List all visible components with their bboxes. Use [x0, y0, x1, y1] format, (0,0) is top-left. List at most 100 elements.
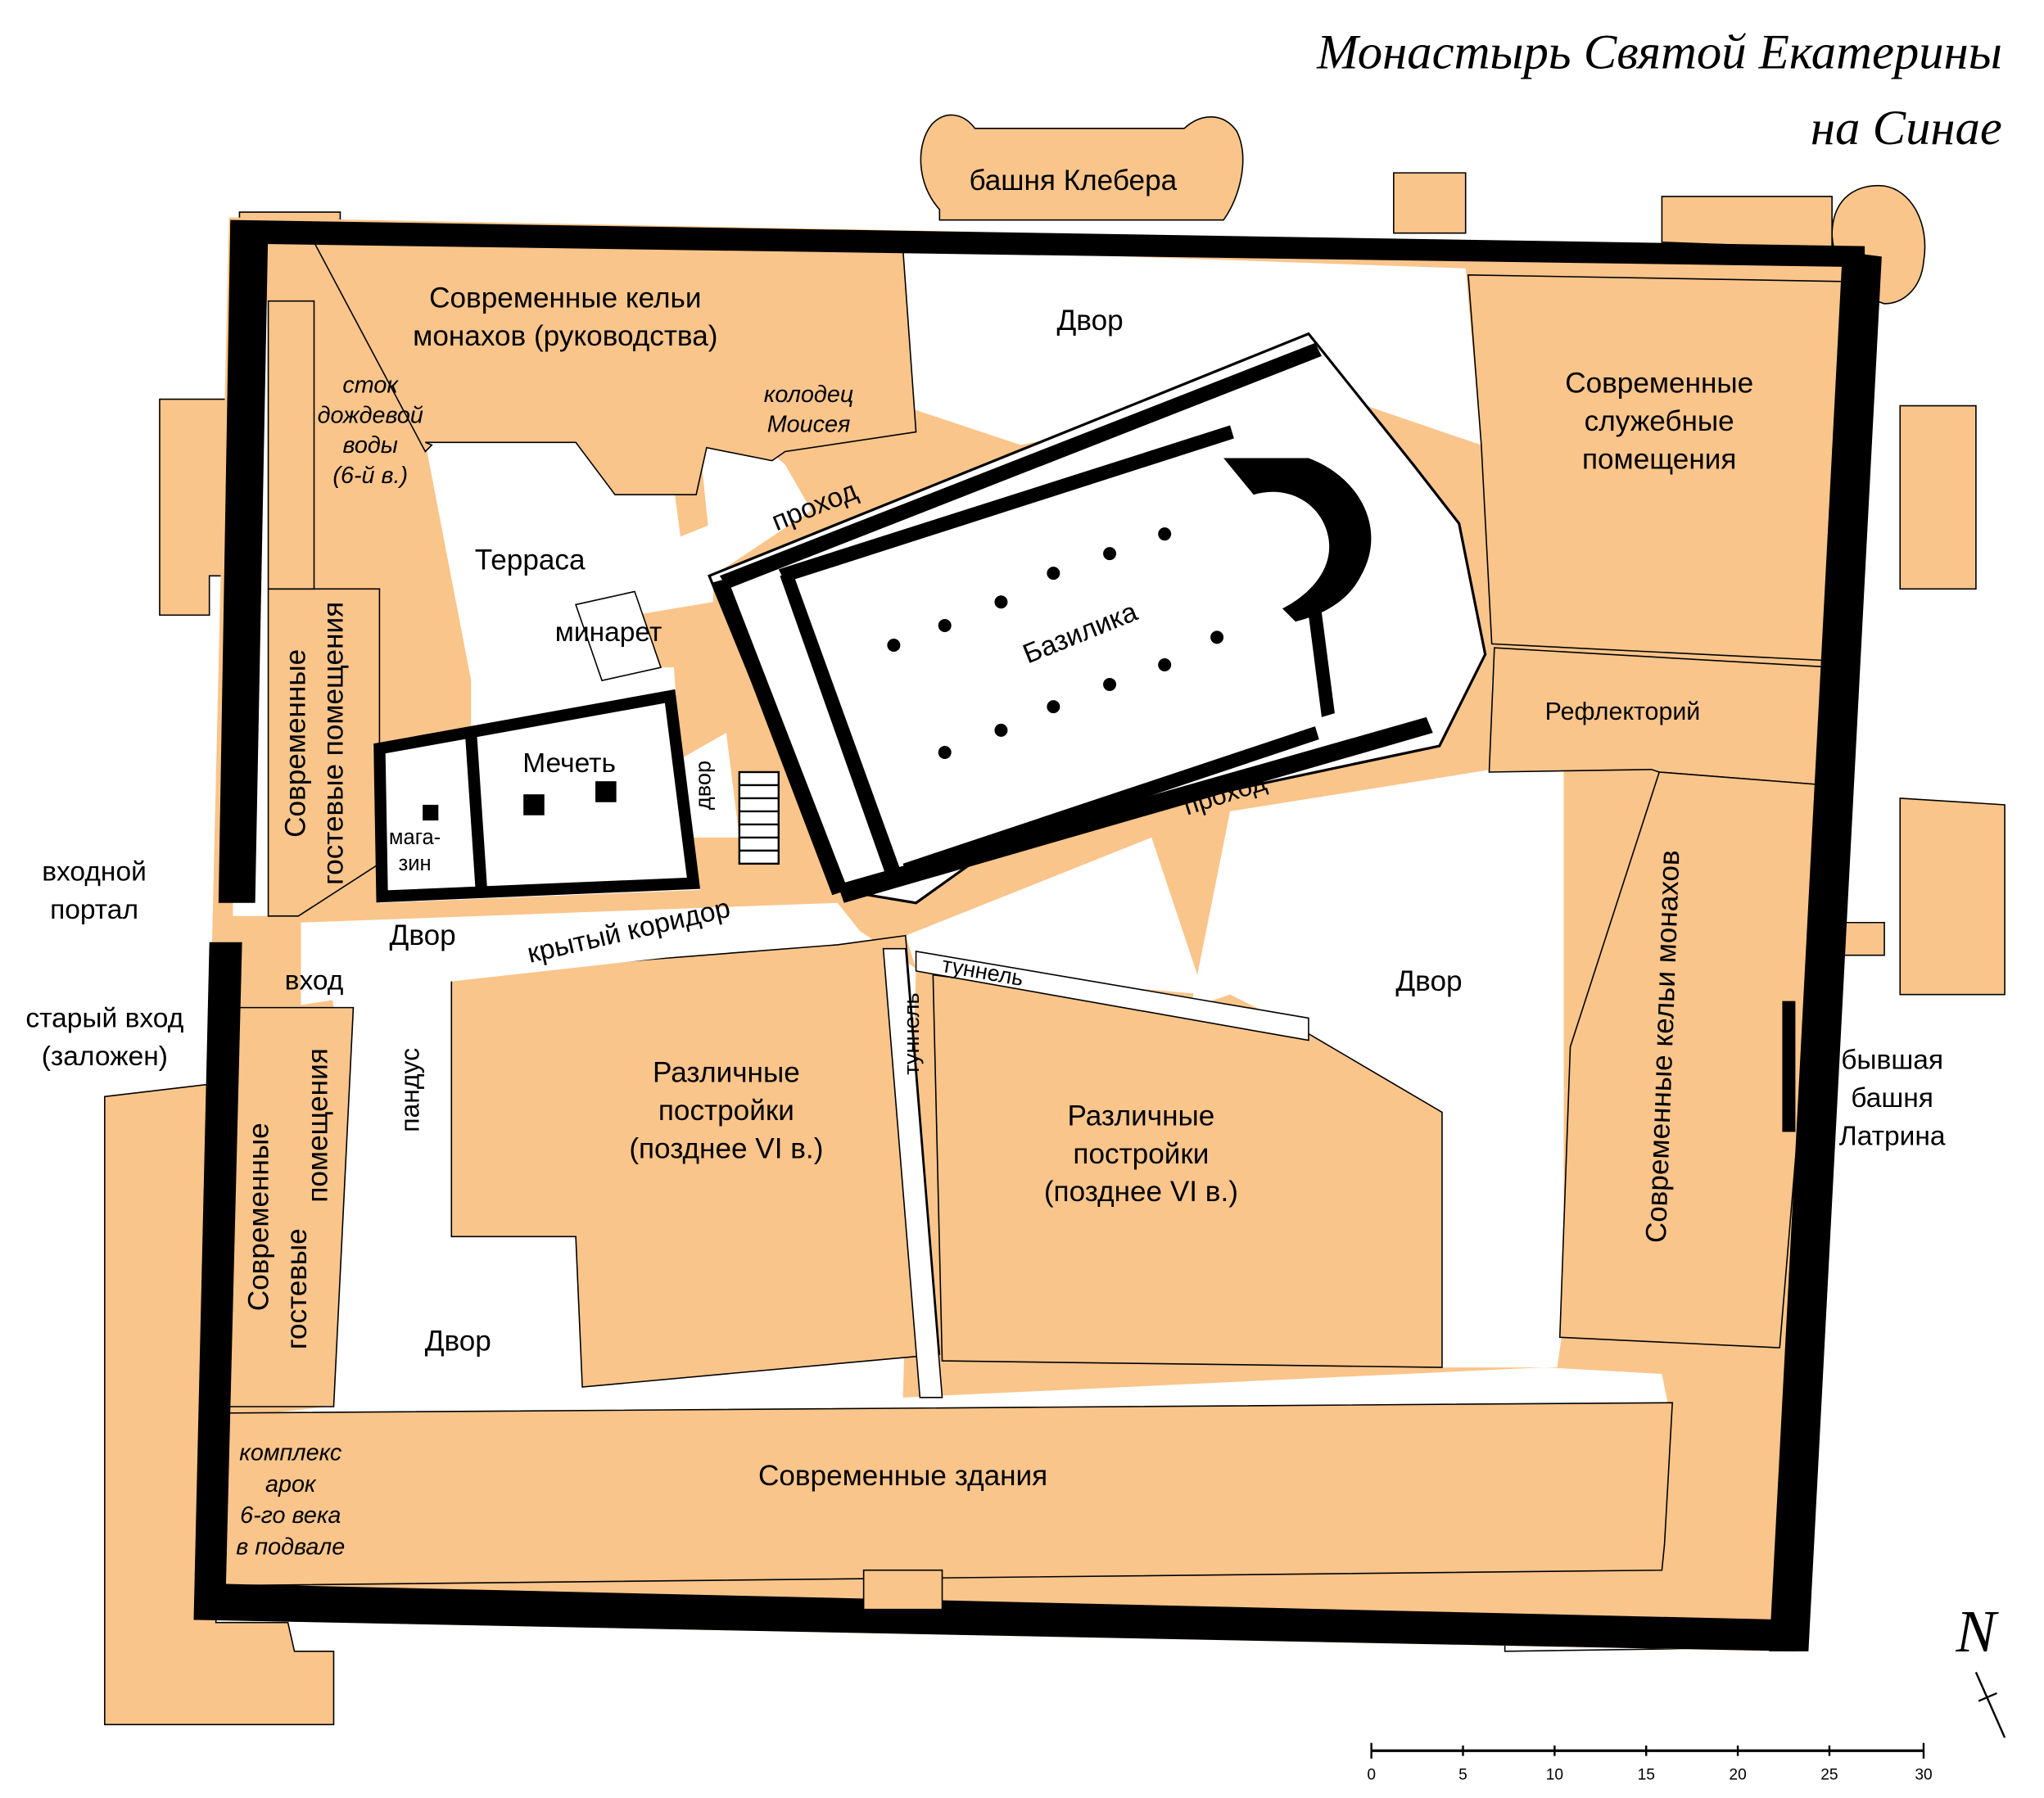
basilica-apse	[1223, 458, 1372, 622]
north-annex-3	[1661, 196, 1833, 250]
label-old-entrance-1: старый вход	[25, 1004, 183, 1034]
wall-north	[230, 219, 1865, 268]
label-modern-buildings: Современные здания	[758, 1460, 1047, 1492]
label-rain-drain-1: сток	[342, 373, 399, 399]
label-shop-1: мага-	[389, 826, 441, 849]
label-kleber-tower: башня Клебера	[969, 165, 1177, 197]
label-entry-portal-1: входной	[42, 857, 147, 888]
latrine-wall	[1782, 1001, 1796, 1132]
label-various-west-1: Различные	[653, 1057, 800, 1089]
north-annex-2	[1393, 172, 1467, 234]
label-various-west-3: (позднее VI в.)	[629, 1132, 823, 1164]
label-various-west-2: постройки	[658, 1095, 794, 1127]
label-entry-portal-2: портал	[50, 895, 138, 925]
scale-tick: 30	[1915, 1766, 1932, 1783]
basilica-block	[708, 332, 1487, 905]
label-guest-rooms-south-2: гостевые	[281, 1228, 313, 1349]
court-south	[333, 994, 583, 1407]
label-guest-rooms-south-1: Современные	[243, 1123, 275, 1311]
east-annex-upper	[1899, 404, 1977, 590]
label-small-court: двор	[690, 761, 716, 810]
north-arrow-needle	[1974, 1671, 2006, 1738]
various-west	[450, 934, 941, 1388]
column	[994, 723, 1008, 737]
label-mosque: Мечеть	[522, 748, 616, 779]
basilica-north-wall	[719, 342, 1322, 590]
mosque-divider	[465, 734, 488, 893]
column	[887, 639, 901, 652]
label-various-east-3: (позднее VI в.)	[1044, 1176, 1238, 1208]
label-arches-1: комплекс	[239, 1440, 342, 1466]
label-courtyard-north: Двор	[1057, 305, 1124, 337]
label-monks-cells-admin-2: монахов (руководства)	[413, 320, 717, 352]
basilica-columns	[887, 527, 1224, 760]
label-tunnel-south: туннель	[898, 992, 924, 1075]
label-latrine-1: бывшая	[1841, 1046, 1943, 1076]
label-guest-rooms-north-2: гостевые помещения	[318, 602, 350, 885]
label-old-entrance-2: (заложен)	[42, 1041, 168, 1072]
wall-south	[196, 1583, 1796, 1651]
south-gate	[862, 1569, 943, 1611]
column	[1103, 547, 1117, 561]
label-entrance: вход	[285, 965, 344, 996]
label-various-east-1: Различные	[1068, 1100, 1215, 1132]
west-strip-tan	[267, 300, 315, 590]
guest-rooms-north	[267, 588, 381, 917]
tunnel-east	[915, 950, 1309, 1041]
basilica-east-wall	[1308, 612, 1335, 717]
staircase	[738, 770, 780, 865]
tunnel-south	[882, 947, 943, 1398]
label-terrace: Терраса	[475, 544, 586, 576]
column	[1047, 567, 1060, 581]
wall-east	[1769, 251, 1882, 1651]
mosque-block	[373, 689, 701, 903]
basilica-west-wall	[712, 578, 848, 896]
label-court-entry: Двор	[390, 919, 456, 951]
wall-west-lower	[193, 942, 242, 1620]
stair-body	[738, 770, 780, 865]
column	[1103, 677, 1117, 691]
basilica-inner-north	[778, 425, 1234, 583]
covered-corridor-area	[301, 902, 864, 1005]
court-east-2	[905, 837, 1205, 995]
column	[1158, 657, 1172, 671]
column	[1210, 630, 1224, 644]
scale-tick: 25	[1820, 1766, 1838, 1783]
scale-tick: 5	[1458, 1766, 1467, 1783]
buildings	[195, 242, 1843, 1587]
scale-tick: 15	[1638, 1766, 1655, 1783]
scale-tick: 20	[1729, 1766, 1746, 1783]
north-arrow-cross	[1978, 1692, 1997, 1702]
monks-cells-admin	[313, 242, 917, 496]
mosque-pillar	[423, 804, 439, 821]
wall-west-upper	[218, 222, 269, 903]
column	[938, 746, 952, 760]
column	[1047, 700, 1060, 714]
service-rooms	[1467, 273, 1843, 662]
mosque-walls	[373, 689, 701, 903]
basilica-inner-south	[902, 726, 1319, 877]
fortress-walls	[193, 219, 1882, 1651]
label-service-rooms-2: служебные	[1585, 405, 1734, 437]
basilica-south-wall	[837, 716, 1433, 903]
label-latrine-3: Латрина	[1839, 1121, 1946, 1151]
label-arches-4: в подвале	[236, 1534, 345, 1561]
label-shop-2: зин	[399, 852, 432, 875]
mosque-pillar	[523, 794, 545, 815]
label-latrine-2: башня	[1851, 1083, 1933, 1114]
basilica-inner-west	[780, 573, 903, 880]
column	[994, 595, 1008, 609]
label-refectory: Рефлекторий	[1545, 698, 1701, 725]
tunnels	[882, 947, 1309, 1398]
title-line1: Монастырь Святой Екатерины	[1316, 25, 2002, 79]
label-rain-drain-3: воды	[343, 432, 398, 459]
label-arches-3: 6-го века	[240, 1502, 341, 1529]
monks-cells-east	[1558, 771, 1828, 1348]
title-line2: на Синае	[1811, 101, 2002, 156]
court-north	[902, 248, 1481, 445]
label-monks-cells-admin-1: Современные кельи	[429, 282, 701, 314]
kleber-tower	[920, 114, 1244, 221]
label-guest-rooms-south-3: помещения	[301, 1048, 333, 1202]
label-moses-well-1: колодец	[764, 382, 853, 408]
label-rain-drain-4: (6-й в.)	[332, 463, 408, 489]
